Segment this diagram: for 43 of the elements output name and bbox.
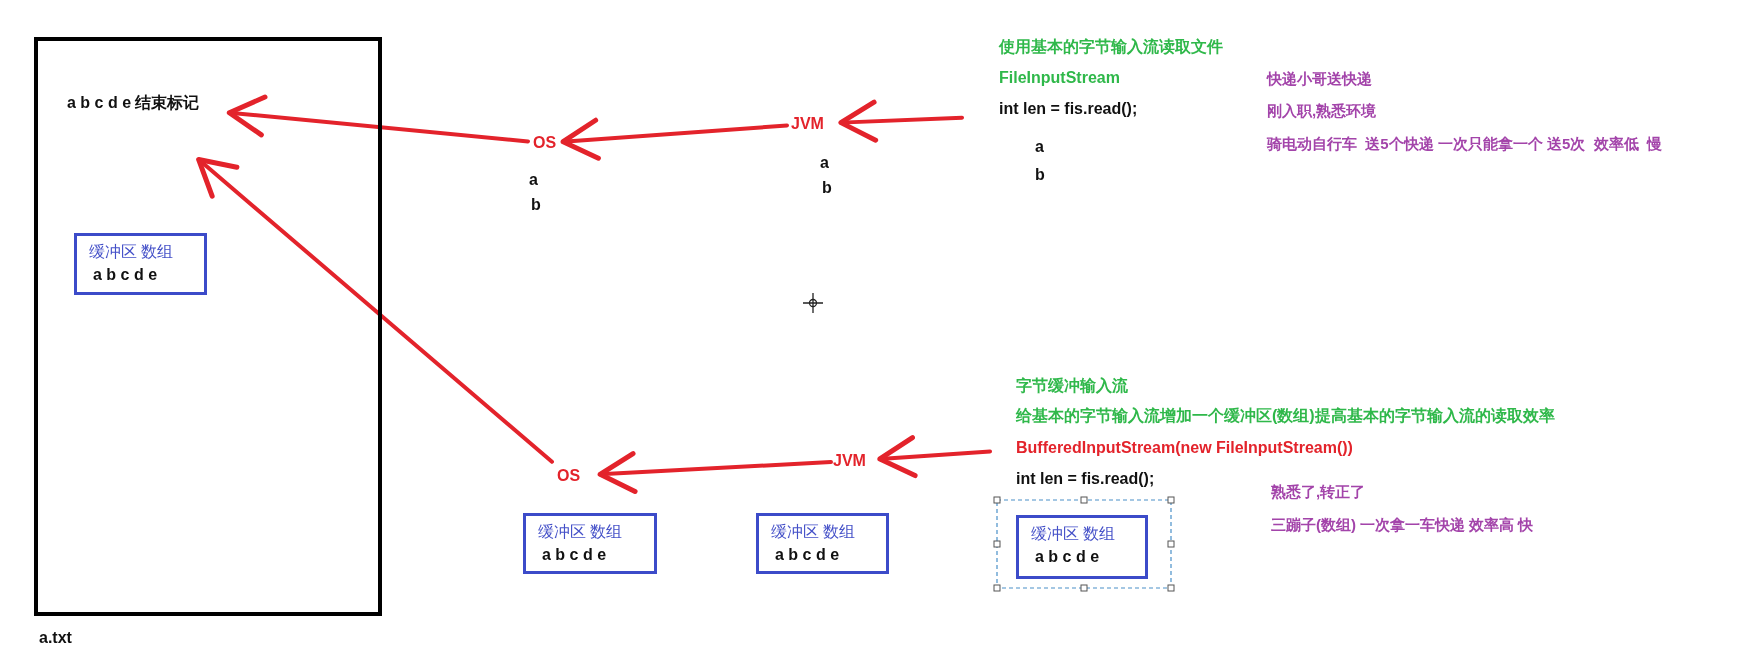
jvm-label: JVM	[833, 452, 866, 470]
byte-values: a b c d e	[542, 546, 607, 564]
buffer-box	[756, 513, 889, 574]
code-line: BufferedInputStream(new FileInputStream())	[1016, 439, 1353, 457]
arrow	[877, 435, 993, 479]
code-line: int len = fis.read();	[1016, 470, 1155, 488]
byte-label: b	[531, 196, 541, 214]
buffer-title: 缓冲区 数组	[771, 522, 856, 542]
arrow	[196, 157, 554, 464]
byte-values: a b c d e	[93, 266, 158, 284]
jvm-label: JVM	[791, 115, 824, 133]
byte-label: b	[822, 179, 832, 197]
arrow	[226, 94, 530, 144]
description-text: 给基本的字节输入流增加一个缓冲区(数组)提高基本的字节输入流的读取效率	[1016, 406, 1555, 426]
code-line: int len = fis.read();	[999, 100, 1138, 118]
note-text: 熟悉了,转正了	[1271, 483, 1366, 502]
note-text: 快递小哥送快递	[1267, 70, 1372, 89]
buffer-title: 缓冲区 数组	[538, 522, 623, 542]
note-text: 三蹦子(数组) 一次拿一车快递 效率高 快	[1271, 516, 1534, 535]
byte-values: a b c d e	[1035, 548, 1100, 566]
os-label: OS	[557, 467, 581, 485]
byte-label: a	[529, 171, 538, 189]
arrow	[838, 99, 965, 143]
file-name: a.txt	[39, 629, 72, 647]
file-box	[34, 37, 382, 616]
buffer-title: 缓冲区 数组	[1031, 524, 1116, 544]
arrow	[597, 451, 833, 494]
byte-values: a b c d e	[775, 546, 840, 564]
byte-label: a	[820, 154, 829, 172]
heading-text: 使用基本的字节输入流读取文件	[999, 37, 1223, 57]
byte-label: b	[1035, 166, 1045, 184]
content-text: a b c d e 结束标记	[67, 93, 200, 114]
buffer-box	[1016, 515, 1148, 579]
byte-label: a	[1035, 138, 1044, 156]
arrow	[560, 117, 789, 161]
buffer-box	[523, 513, 657, 574]
note-text: 骑电动自行车 送5个快递 一次只能拿一个 送5次 效率低 慢	[1267, 135, 1663, 154]
buffer-box	[74, 233, 207, 295]
os-label: OS	[533, 134, 557, 152]
heading-text: 字节缓冲输入流	[1016, 376, 1128, 396]
note-text: 刚入职,熟悉环境	[1267, 102, 1377, 121]
buffer-title: 缓冲区 数组	[89, 242, 174, 262]
class-name: FileInputStream	[999, 69, 1120, 87]
